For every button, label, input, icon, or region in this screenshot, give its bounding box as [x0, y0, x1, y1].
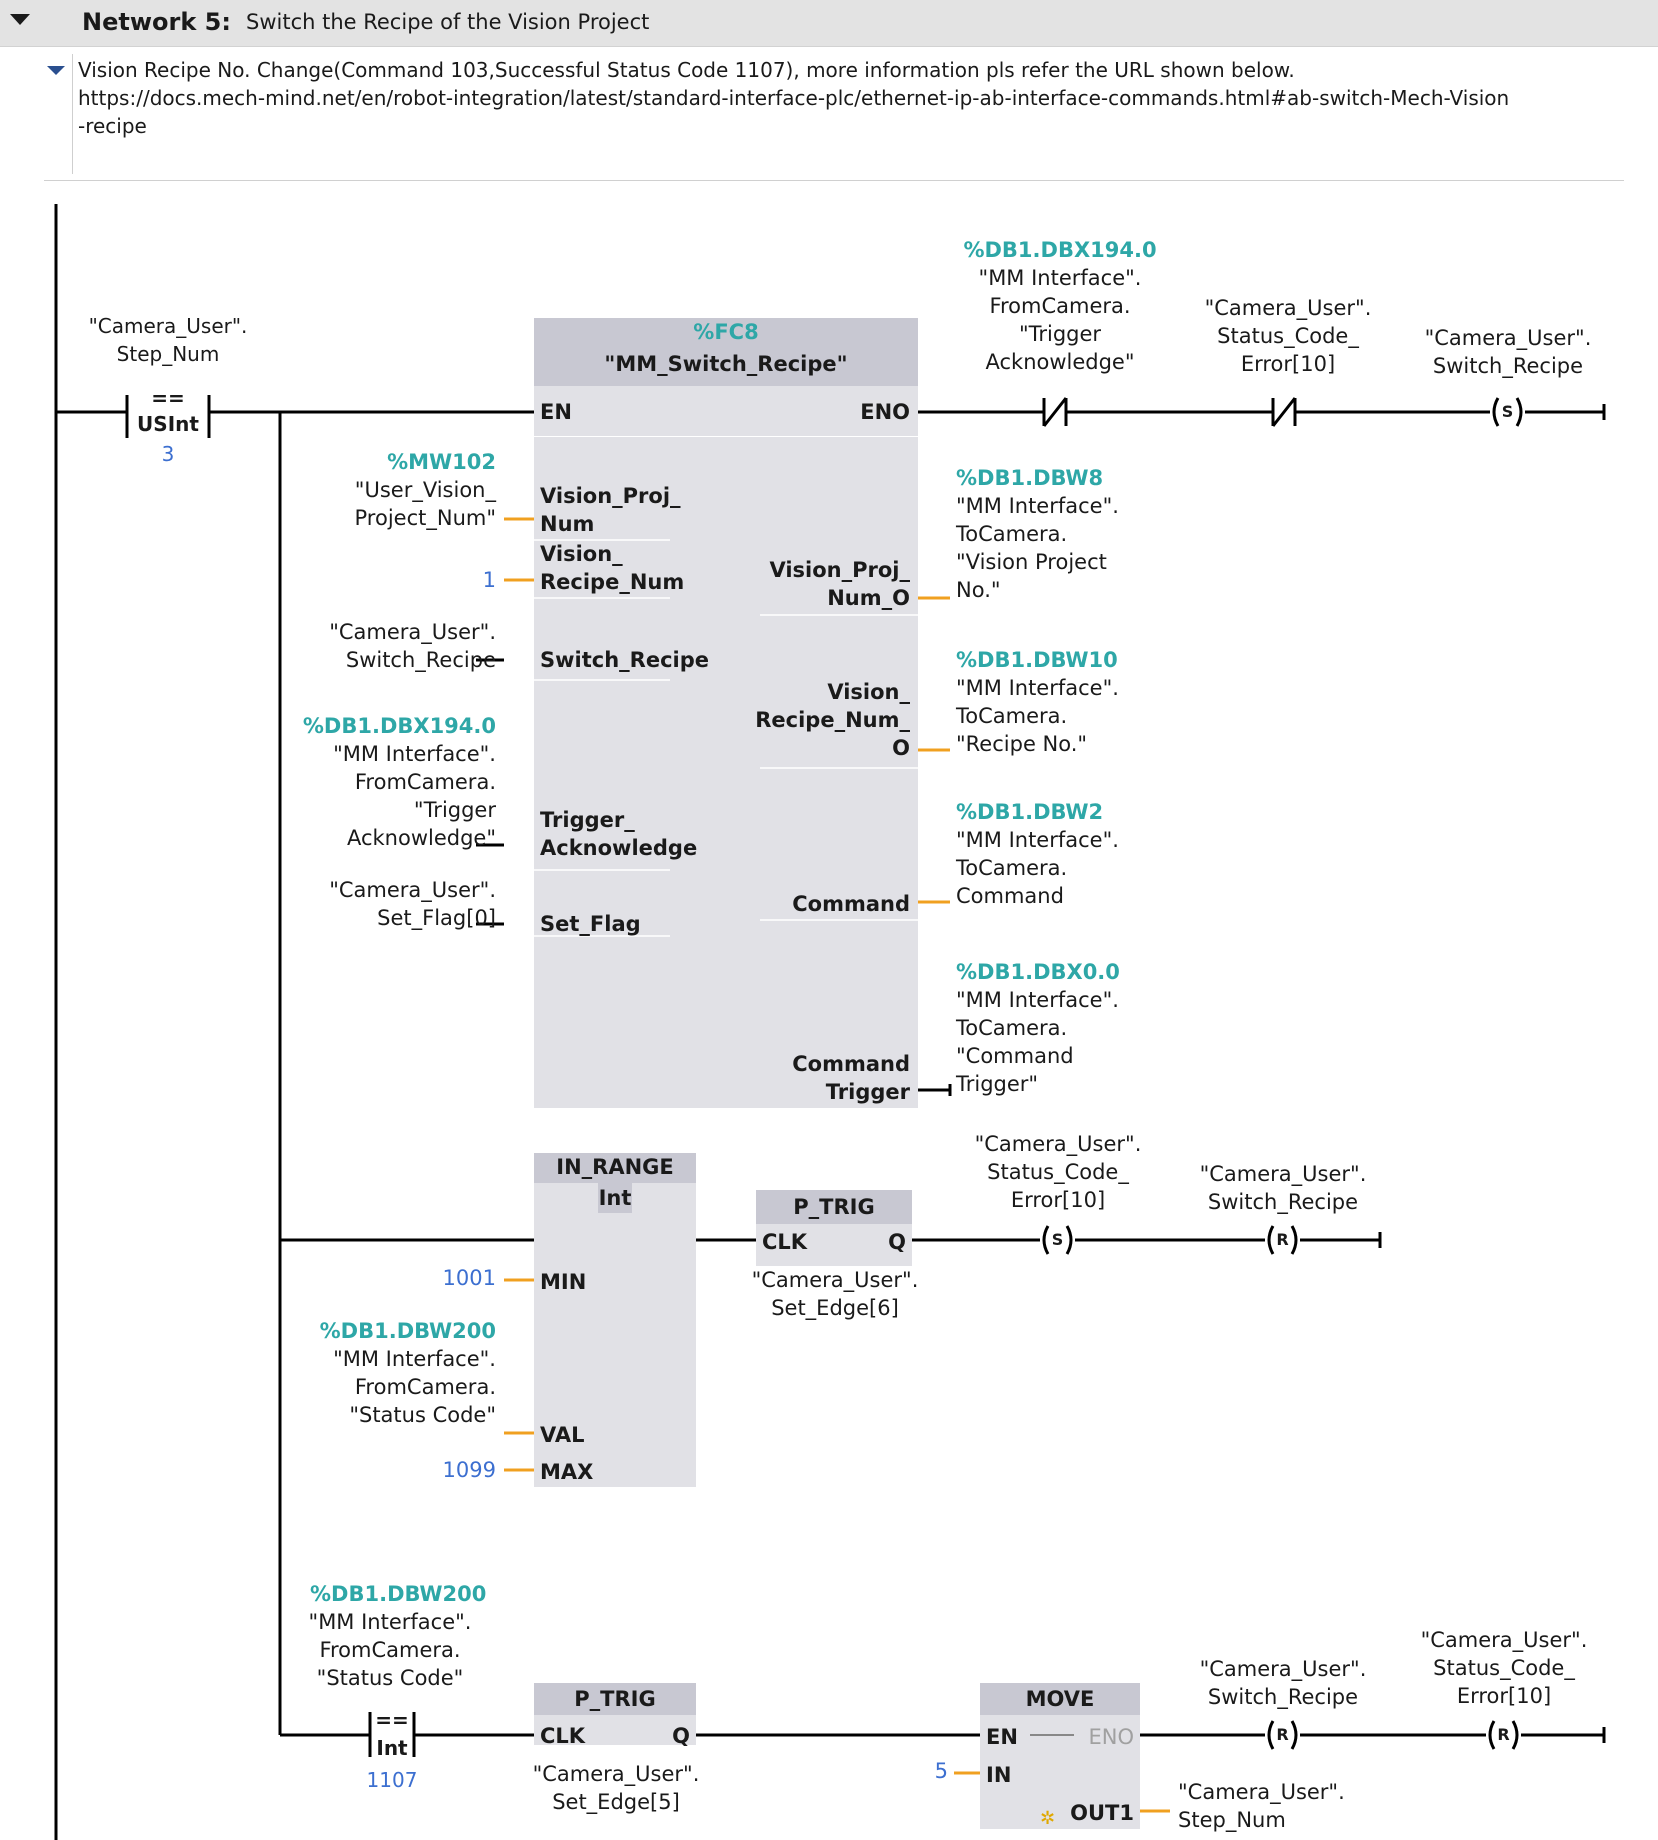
in4-address: %DB1.DBX194.0 — [302, 714, 496, 738]
comment-line: -recipe — [78, 114, 147, 138]
move-name[interactable]: MOVE — [1025, 1687, 1095, 1711]
ptrig-5-pin-q: Q — [672, 1724, 690, 1748]
fc8-pin-en: EN — [540, 400, 572, 424]
move-header — [980, 1683, 1140, 1715]
coil-switch-recipe-reset-operand[interactable]: "Camera_User". Switch_Recipe — [1199, 1657, 1367, 1709]
out3-operand[interactable]: "MM Interface". ToCamera. Command — [956, 828, 1119, 908]
coil-switch-recipe-reset-operand[interactable]: "Camera_User". Switch_Recipe — [1199, 1162, 1367, 1214]
in-range-val-address: %DB1.DBW200 — [319, 1319, 496, 1343]
in-range-header — [534, 1153, 696, 1183]
cmp-status-operator: == — [375, 1708, 409, 1732]
in-range-name[interactable]: IN_RANGE — [556, 1155, 674, 1179]
fc8-block-header — [534, 318, 918, 386]
ptrig-6-operand[interactable]: "Camera_User". Set_Edge[6] — [751, 1268, 919, 1320]
ptrig-6-header — [756, 1190, 912, 1224]
coil-reset-type: R — [1276, 1230, 1289, 1249]
out1-address: %DB1.DBW8 — [956, 466, 1104, 490]
in-range-max-value[interactable]: 1099 — [442, 1458, 496, 1482]
ptrig-5-operand[interactable]: "Camera_User". Set_Edge[5] — [532, 1762, 700, 1814]
comment-line: https://docs.mech-mind.net/en/robot-inte… — [78, 86, 1510, 110]
fc8-pin-set-flag: Set_Flag — [540, 912, 641, 936]
fc8-name[interactable]: "MM_Switch_Recipe" — [604, 352, 848, 376]
move-in-value[interactable]: 5 — [934, 1759, 948, 1783]
in5-operand[interactable]: "Camera_User". Set_Flag[0] — [329, 878, 496, 930]
in-range-type[interactable]: Int — [598, 1186, 632, 1210]
coil-set-type: S — [1051, 1230, 1064, 1249]
cmp-status-operand[interactable]: "MM Interface". FromCamera. "Status Code… — [308, 1610, 472, 1690]
cmp-step-num-type[interactable]: USInt — [137, 412, 199, 436]
in3-operand[interactable]: "Camera_User". Switch_Recipe — [329, 620, 496, 672]
contact2-operand[interactable]: "Camera_User". Status_Code_ Error[10] — [1204, 296, 1372, 376]
in2-value[interactable]: 1 — [482, 568, 496, 592]
fc8-pin-command: Command — [792, 892, 910, 916]
svg-text:✲: ✲ — [1040, 1808, 1055, 1829]
fc8-pin-vision-recipe-num-o: Vision_ Recipe_Num_ O — [755, 680, 910, 760]
in1-address: %MW102 — [387, 450, 496, 474]
out2-address: %DB1.DBW10 — [956, 648, 1118, 672]
coil-status-error-reset-operand[interactable]: "Camera_User". Status_Code_ Error[10] — [1420, 1628, 1588, 1708]
ptrig-6-pin-clk: CLK — [762, 1230, 808, 1254]
in-range-min-value[interactable]: 1001 — [442, 1266, 496, 1290]
cmp-status-value[interactable]: 1107 — [366, 1768, 418, 1792]
move-pin-out1: OUT1 — [1070, 1801, 1134, 1825]
fc8-block[interactable] — [534, 318, 918, 1108]
cmp-status-type[interactable]: Int — [376, 1736, 408, 1760]
in1-operand[interactable]: "User_Vision_ Project_Num" — [354, 478, 496, 530]
network-title[interactable]: Switch the Recipe of the Vision Project — [246, 10, 650, 34]
out4-address: %DB1.DBX0.0 — [956, 960, 1120, 984]
out2-operand[interactable]: "MM Interface". ToCamera. "Recipe No." — [956, 676, 1119, 756]
cmp-step-num-operand[interactable]: "Camera_User". Step_Num — [88, 314, 248, 366]
coil-reset-type: R — [1276, 1725, 1289, 1744]
move-out1-operand[interactable]: "Camera_User". Step_Num — [1178, 1780, 1345, 1832]
fc8-pin-vision-proj-num-o: Vision_Proj_ Num_O — [769, 558, 910, 610]
network-comment-box[interactable] — [72, 54, 1623, 174]
out3-address: %DB1.DBW2 — [956, 800, 1104, 824]
in-range-val-operand[interactable]: "MM Interface". FromCamera. "Status Code… — [333, 1347, 496, 1427]
fc8-pin-switch-recipe: Switch_Recipe — [540, 648, 709, 672]
cmp-step-num-value[interactable]: 3 — [161, 442, 175, 466]
ptrig-5-name[interactable]: P_TRIG — [574, 1687, 656, 1711]
coil-set-type: S — [1501, 402, 1514, 421]
in4-operand[interactable]: "MM Interface". FromCamera. "Trigger Ack… — [333, 742, 496, 850]
fc8-pin-trigger-acknowledge: Trigger_ Acknowledge — [540, 808, 698, 860]
comment-separator — [44, 180, 1624, 181]
in-range-pin-min: MIN — [540, 1270, 587, 1294]
move-pin-in: IN — [986, 1763, 1012, 1787]
out4-operand[interactable]: "MM Interface". ToCamera. "Command Trigg… — [956, 988, 1119, 1096]
ptrig-6-name[interactable]: P_TRIG — [793, 1195, 875, 1219]
fc8-pin-eno: ENO — [860, 400, 910, 424]
contact1-operand[interactable]: "MM Interface". FromCamera. "Trigger Ack… — [978, 266, 1142, 374]
coil-switch-recipe-operand[interactable]: "Camera_User". Switch_Recipe — [1424, 326, 1592, 378]
cmp-status-address: %DB1.DBW200 — [310, 1582, 487, 1606]
move-pin-eno: ENO — [1088, 1725, 1134, 1749]
coil-reset-type: R — [1497, 1725, 1510, 1744]
contact1-address: %DB1.DBX194.0 — [963, 238, 1157, 262]
fc8-pin-command-trigger: Command Trigger — [792, 1052, 910, 1104]
coil-status-error-set-operand[interactable]: "Camera_User". Status_Code_ Error[10] — [974, 1132, 1142, 1212]
fc8-pin-vision-proj-num: Vision_Proj_ Num — [540, 484, 681, 536]
fc8-address: %FC8 — [693, 320, 759, 344]
comment-line: Vision Recipe No. Change(Command 103,Suc… — [78, 58, 1295, 82]
out1-operand[interactable]: "MM Interface". ToCamera. "Vision Projec… — [956, 494, 1119, 602]
fc8-en-row — [534, 386, 918, 437]
collapse-comment-icon[interactable] — [47, 66, 65, 75]
fc8-pin-vision-recipe-num: Vision_ Recipe_Num — [540, 542, 685, 594]
ptrig-5-pin-clk: CLK — [540, 1724, 586, 1748]
network-header[interactable] — [0, 0, 1658, 47]
cmp-step-num-operator: == — [151, 386, 185, 410]
network-label: Network 5: — [82, 8, 231, 36]
ptrig-6-pin-q: Q — [888, 1230, 906, 1254]
move-pin-en: EN — [986, 1725, 1018, 1749]
in-range-type-box — [598, 1183, 632, 1213]
in-range-pin-max: MAX — [540, 1460, 594, 1484]
ptrig-5-header — [534, 1683, 696, 1715]
collapse-network-icon[interactable] — [10, 14, 30, 25]
in-range-pin-val: VAL — [540, 1423, 585, 1447]
